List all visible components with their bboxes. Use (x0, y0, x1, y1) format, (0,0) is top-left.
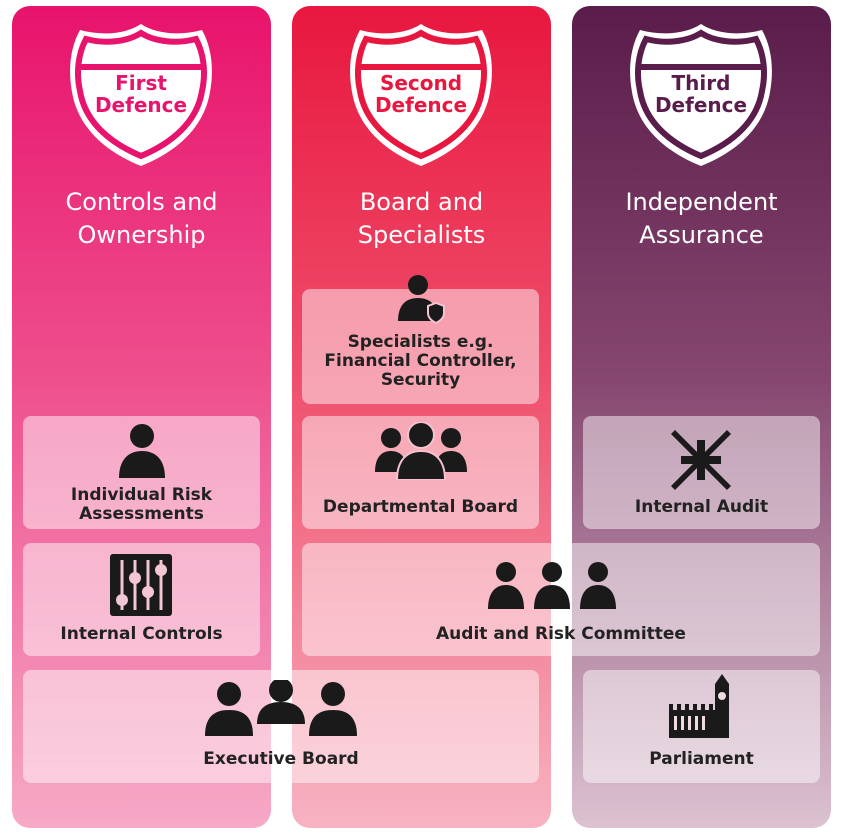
shield-label: First Defence (94, 71, 188, 117)
card-label: Specialists e.g. Financial Controller, S… (324, 332, 517, 390)
card-label: Internal Audit (634, 497, 769, 517)
column-heading: Independent Assurance (625, 188, 778, 249)
column-heading: Board and Specialists (357, 188, 486, 249)
card-label: Executive Board (203, 749, 359, 769)
card-individual-risk-assessments: Individual Risk Assessments (23, 416, 260, 529)
card-label: Audit and Risk Committee (436, 624, 686, 644)
parliament-icon (669, 674, 729, 738)
shield-label: Third Defence (654, 71, 748, 117)
card-internal-controls: Internal Controls (23, 543, 260, 656)
three-people-icon (488, 562, 616, 609)
sliders-icon (110, 554, 172, 616)
security-person-icon (398, 275, 445, 325)
shield-icon (70, 24, 212, 166)
boardroom-icon (205, 680, 357, 736)
group-icon (375, 422, 467, 480)
person-icon (119, 424, 165, 478)
shield-icon (350, 24, 492, 166)
converging-arrows-icon (671, 430, 731, 490)
card-label: Individual Risk Assessments (70, 485, 213, 524)
card-specialists: Specialists e.g. Financial Controller, S… (302, 275, 539, 404)
card-parliament: Parliament (583, 670, 820, 783)
column-heading: Controls and Ownership (65, 188, 218, 249)
shield-icon (630, 24, 772, 166)
card-label: Departmental Board (322, 497, 519, 517)
card-audit-and-risk-committee: Audit and Risk Committee (302, 543, 820, 656)
card-executive-board: Executive Board (23, 670, 539, 783)
column-first-defence: First Defence Controls and Ownership (12, 6, 271, 828)
shield-label: Second Defence (374, 71, 468, 117)
card-departmental-board: Departmental Board (302, 416, 539, 529)
card-internal-audit: Internal Audit (583, 416, 820, 529)
card-label: Parliament (649, 749, 754, 769)
column-third-defence: Third Defence Independent Assurance (572, 6, 831, 828)
card-label: Internal Controls (60, 624, 223, 644)
